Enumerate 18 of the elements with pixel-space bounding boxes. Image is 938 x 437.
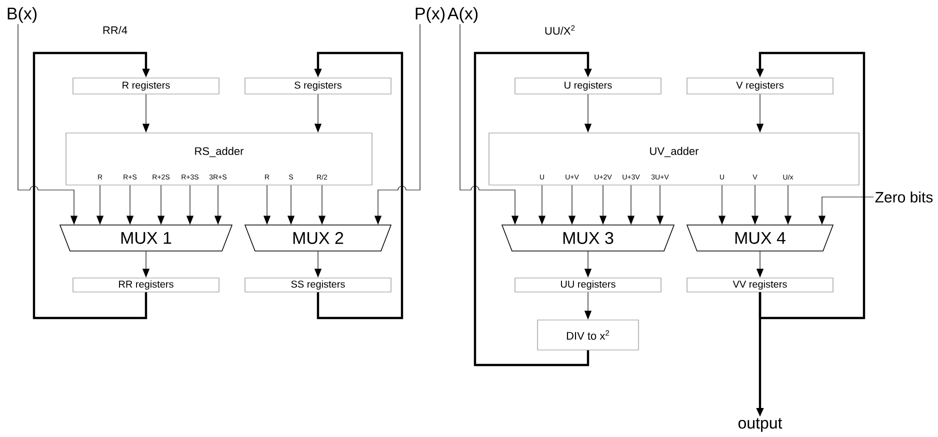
signal-label: P(x): [416, 7, 445, 23]
signal-label: B(x): [8, 7, 37, 23]
arrow: [32, 52, 150, 320]
register-box: SS registers: [244, 278, 392, 292]
edge-label: UU/X$^{2}$: [543, 24, 577, 36]
register-box: RR registers: [72, 278, 220, 292]
register-box: V registers: [686, 78, 834, 94]
register-box: UU registers: [514, 278, 662, 292]
signal-label: A(x): [447, 7, 478, 23]
register-box: R registers: [72, 78, 220, 94]
register-box: S registers: [244, 78, 392, 94]
register-box: U registers: [514, 78, 662, 94]
register-box: DIV to x$^{2}$: [537, 320, 639, 350]
signal-label: Zero bits: [875, 192, 933, 202]
arrow: [474, 52, 592, 366]
signal-label: output: [738, 418, 782, 432]
register-box: VV registers: [686, 278, 834, 292]
edge-label: RR/4: [101, 24, 129, 36]
